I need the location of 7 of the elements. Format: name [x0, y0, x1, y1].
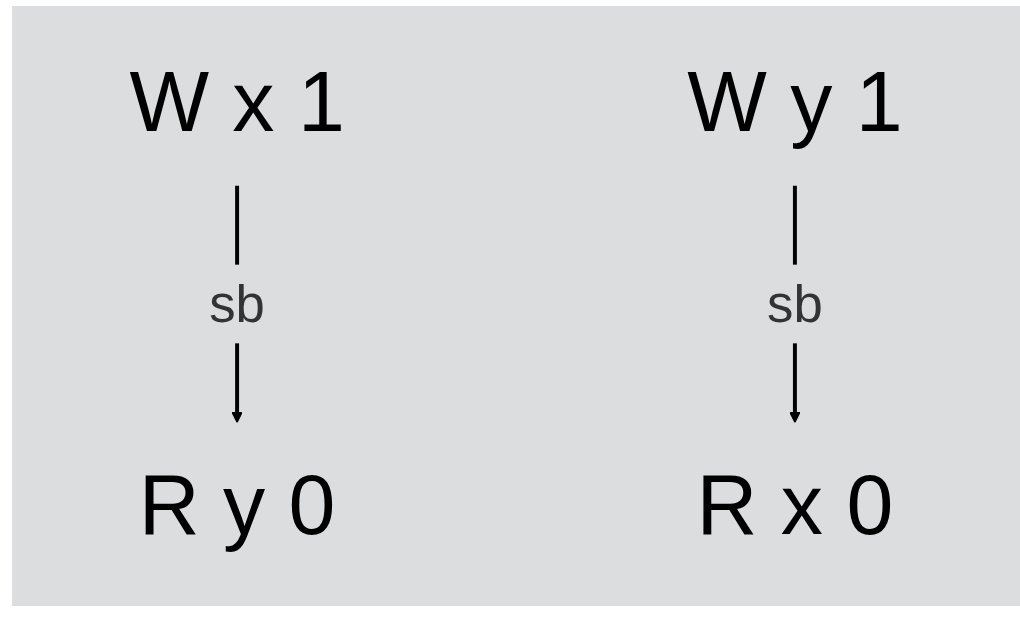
node-text: W x 1	[129, 55, 345, 150]
node-text: R y 0	[138, 458, 336, 553]
edge-label: sb	[209, 275, 265, 333]
node-text: R x 0	[696, 458, 894, 553]
node-text: W y 1	[687, 55, 903, 150]
panel-background: sb sb W x 1 R y 0 W y 1 R x 0	[12, 6, 1020, 606]
edge-label: sb	[767, 275, 823, 333]
